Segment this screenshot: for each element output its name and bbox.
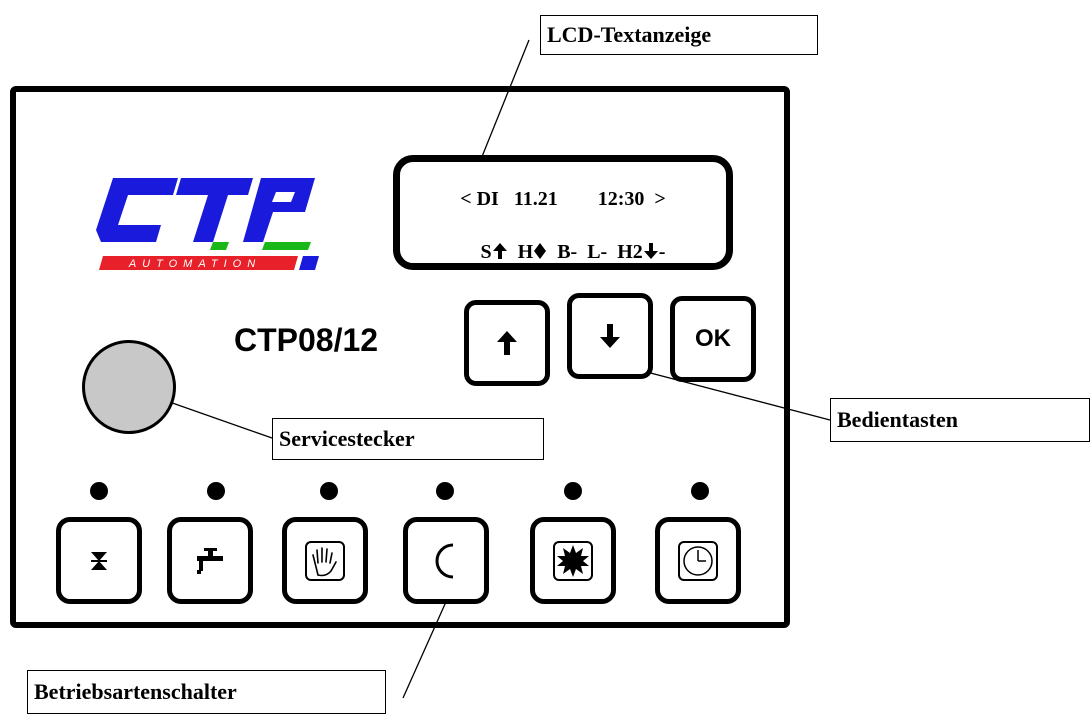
callout-lcd-label: LCD-Textanzeige [547,22,712,47]
faucet-icon [197,547,223,574]
callout-service-plug: Servicestecker [272,418,544,460]
status-led [320,482,338,500]
lcd-segment: - [658,241,666,263]
lcd-line-1: < DI 11.21 12:30 > [460,188,666,210]
mode-button-hand[interactable] [282,517,368,604]
mode-icon-frame [305,540,345,581]
status-led [90,482,108,500]
status-led [207,482,225,500]
arrow-down-icon [643,243,658,259]
arrow-down-icon [600,324,620,348]
mode-button-sun[interactable] [530,517,616,604]
status-led [436,482,454,500]
lcd-segment: S [480,241,492,263]
lcd-display: < DI 11.21 12:30 > S H B- L- H2- [393,155,733,270]
lcd-segment: H [507,241,534,263]
arrow-up-icon [492,243,507,259]
lcd-line-2: S H B- L- H2- [400,218,726,287]
callout-mode-switch-label: Betriebsartenschalter [34,679,237,704]
callout-service-plug-label: Servicestecker [279,426,415,451]
service-connector[interactable] [82,340,176,434]
ctp-logo-graphic: AUTOMATION [96,178,319,270]
callout-mode-switch: Betriebsartenschalter [27,670,386,714]
clock-icon [683,545,713,576]
ok-key[interactable]: OK [670,296,756,382]
mode-icon-frame [79,541,119,581]
arrow-up-icon [497,331,517,355]
ok-key-label: OK [695,325,731,352]
mode-button-faucet[interactable] [167,517,253,604]
sun-icon [557,544,589,577]
mode-button-hourglass[interactable] [56,517,142,604]
mode-icon-frame [553,540,593,581]
callout-lcd-display: LCD-Textanzeige [540,15,818,55]
status-led [691,482,709,500]
status-led [564,482,582,500]
logo-tagline: AUTOMATION [128,258,261,270]
mode-icon-frame [678,540,718,581]
diamond-icon [534,243,547,259]
up-key[interactable] [464,300,550,386]
down-key[interactable] [567,293,653,379]
ctp-logo: AUTOMATION [83,170,323,275]
mode-button-clock[interactable] [655,517,741,604]
callout-operating-keys-label: Bedientasten [837,407,958,432]
lcd-segment: B- L- H2 [547,241,643,263]
callout-operating-keys: Bedientasten [830,398,1090,442]
mode-button-moon[interactable] [403,517,489,604]
hand-icon [312,546,337,576]
hourglass-icon [91,551,107,570]
moon-icon [435,543,454,578]
model-name: CTP08/12 [234,322,379,358]
